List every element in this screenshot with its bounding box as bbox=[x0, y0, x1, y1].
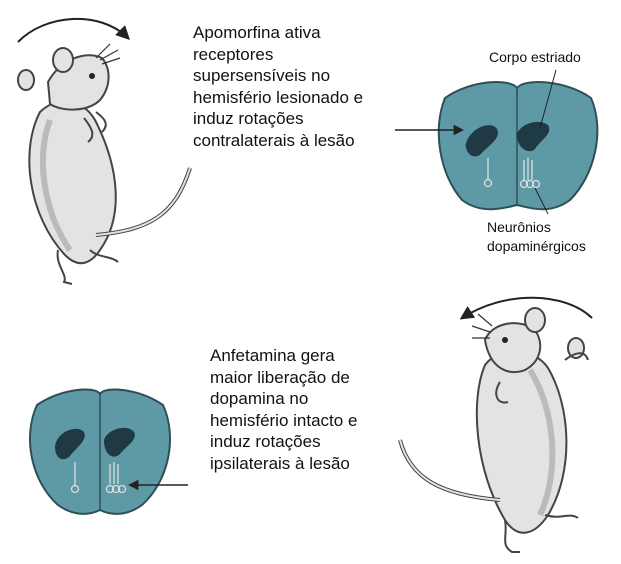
top-caption-line: supersensíveis no bbox=[193, 65, 363, 87]
top-caption-line: hemisfério lesionado e bbox=[193, 87, 363, 109]
bottom-caption-line: hemisfério intacto e bbox=[210, 410, 357, 432]
striatum-label: Corpo estriado bbox=[489, 48, 581, 67]
rotation-arrow-clockwise bbox=[18, 19, 128, 42]
bottom-caption-line: dopamina no bbox=[210, 388, 357, 410]
top-caption-line: receptores bbox=[193, 44, 363, 66]
neurons-label-line2: dopaminérgicos bbox=[487, 237, 586, 256]
top-caption-line: contralaterais à lesão bbox=[193, 130, 363, 152]
top-caption: Apomorfina ativa receptores supersensíve… bbox=[193, 22, 363, 151]
bottom-caption-line: induz rotações bbox=[210, 431, 357, 453]
bottom-caption-line: ipsilaterais à lesão bbox=[210, 453, 357, 475]
bottom-caption-line: Anfetamina gera bbox=[210, 345, 357, 367]
rat-top-figure bbox=[18, 44, 190, 284]
bottom-caption-line: maior liberação de bbox=[210, 367, 357, 389]
top-caption-line: induz rotações bbox=[193, 108, 363, 130]
neurons-label: Neurônios dopaminérgicos bbox=[487, 218, 586, 256]
rat-bottom-figure bbox=[400, 308, 588, 552]
brain-bottom bbox=[30, 389, 170, 513]
top-caption-line: Apomorfina ativa bbox=[193, 22, 363, 44]
neurons-label-line1: Neurônios bbox=[487, 218, 586, 237]
brain-top bbox=[439, 82, 598, 209]
bottom-caption: Anfetamina gera maior liberação de dopam… bbox=[210, 345, 357, 474]
